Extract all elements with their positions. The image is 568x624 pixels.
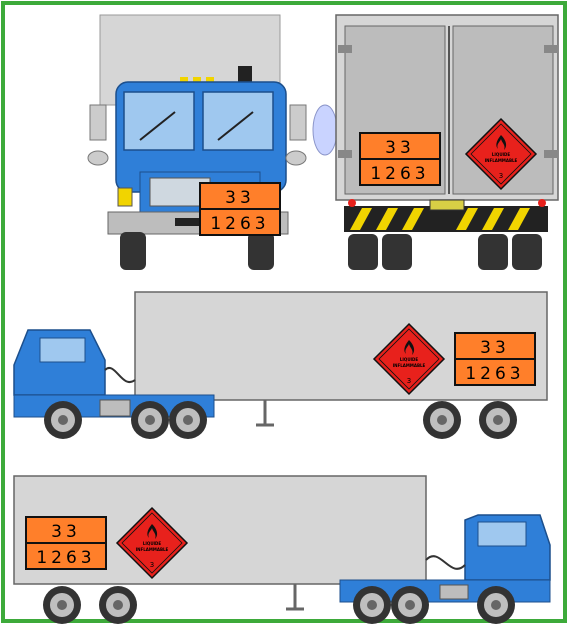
rear-plate-top-number: 33 bbox=[385, 138, 415, 158]
side-left-diamond-line1: LIQUIDE bbox=[400, 357, 418, 362]
side-right-diamond-line1: LIQUIDE bbox=[143, 541, 161, 546]
side-right-diamond-line2: INFLAMMABLE bbox=[136, 547, 169, 552]
truck-front-view: 33 1263 bbox=[88, 15, 306, 270]
front-plate-top-number: 33 bbox=[225, 188, 255, 208]
side-right-plate-top-number: 33 bbox=[51, 522, 81, 542]
rear-diamond-line2: INFLAMMABLE bbox=[485, 158, 518, 163]
side-right-plate-bottom-number: 1263 bbox=[36, 548, 95, 568]
front-plate-bottom-number: 1263 bbox=[210, 214, 269, 234]
truck-side-view-right-cab: 33 1263 LIQUIDE INFLAMMABLE 3 bbox=[14, 476, 550, 624]
side-left-plate-bottom-number: 1263 bbox=[465, 364, 524, 384]
side-left-diamond-class-number: 3 bbox=[407, 377, 411, 385]
truck-rear-view: 33 1263 LIQUIDE INFLAMMABLE 3 bbox=[313, 15, 558, 270]
side-left-diamond-line2: INFLAMMABLE bbox=[393, 363, 426, 368]
side-right-diamond-class-number: 3 bbox=[150, 561, 154, 569]
side-left-plate-top-number: 33 bbox=[480, 338, 510, 358]
rear-diamond-line1: LIQUIDE bbox=[492, 152, 510, 157]
rear-plate-bottom-number: 1263 bbox=[370, 164, 429, 184]
truck-side-view-left-cab: LIQUIDE INFLAMMABLE 3 33 1263 bbox=[14, 292, 547, 439]
rear-diamond-class-number: 3 bbox=[499, 172, 503, 180]
